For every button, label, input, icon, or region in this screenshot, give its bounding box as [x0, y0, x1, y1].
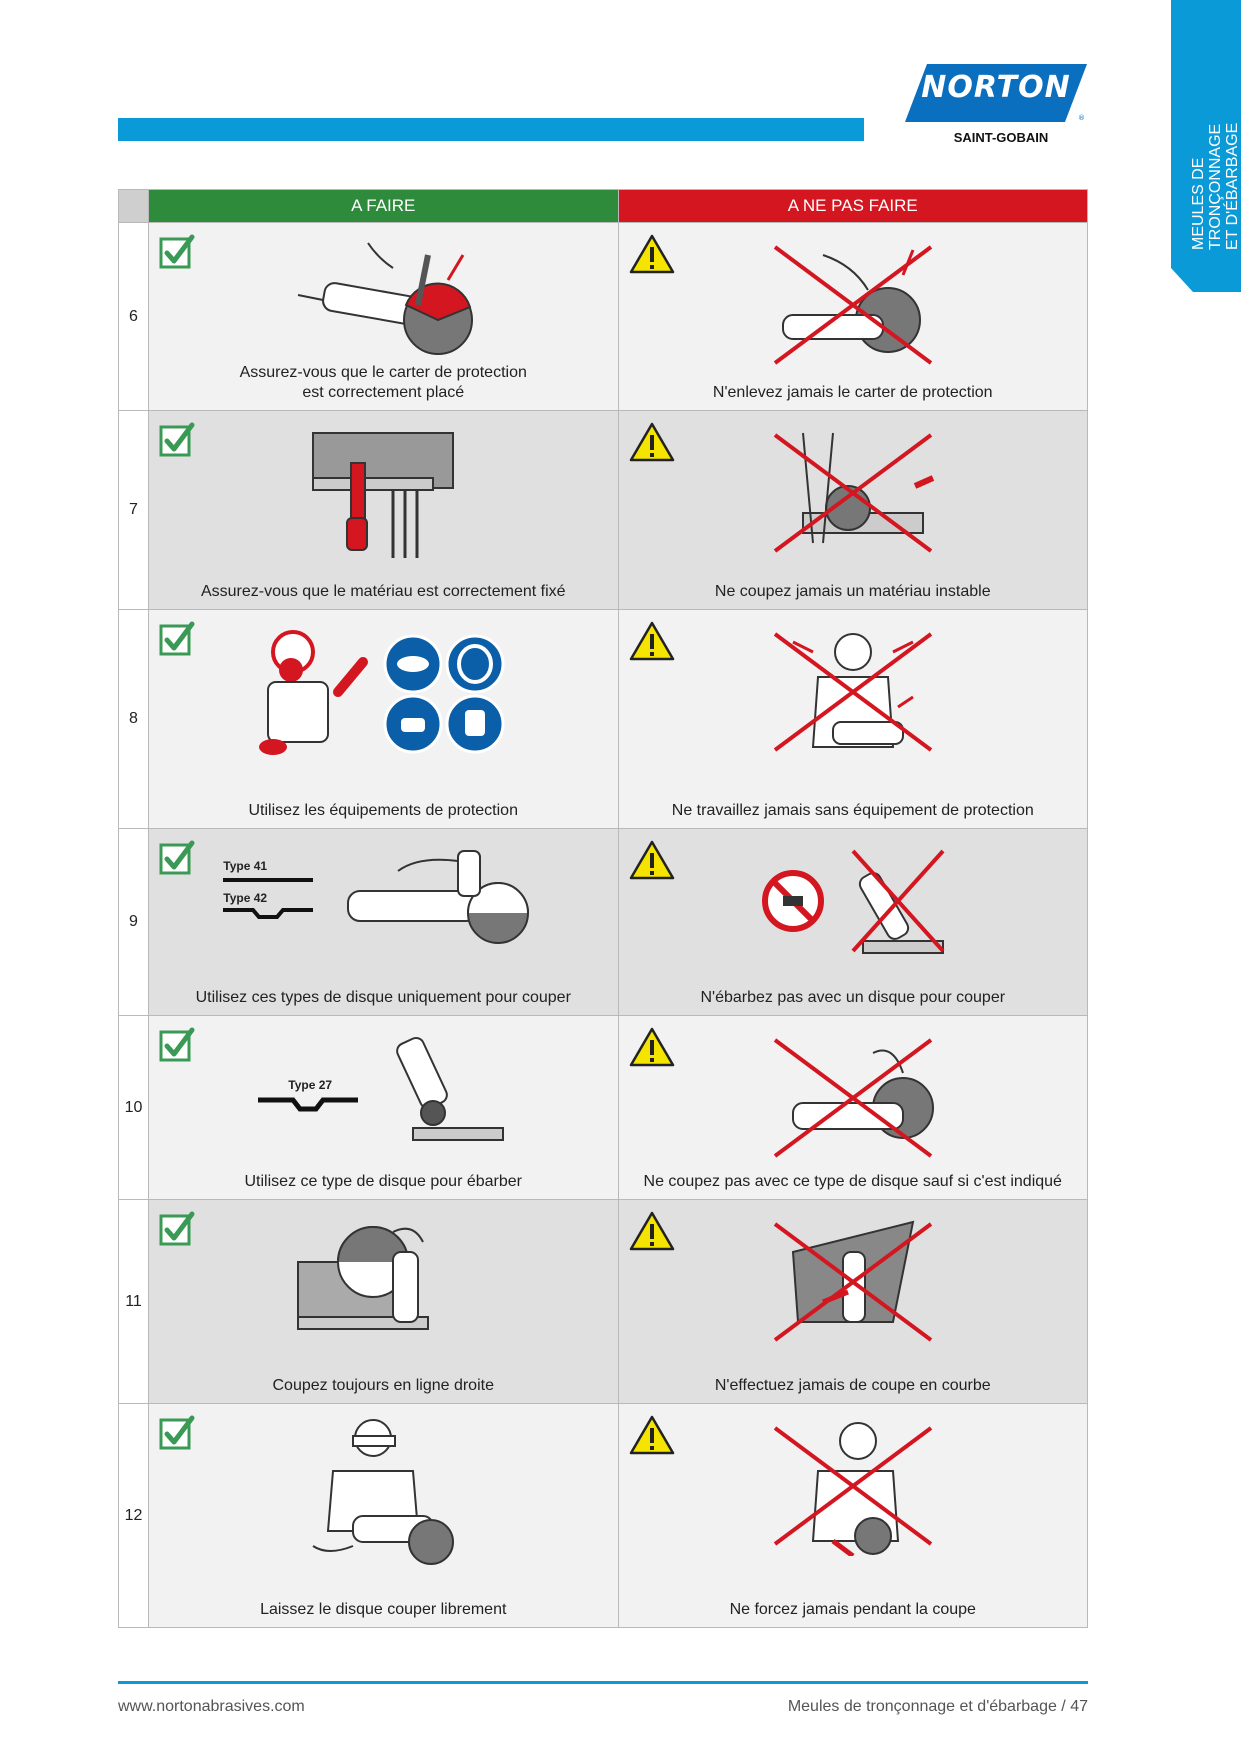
do-cell: Coupez toujours en ligne droite — [148, 1199, 619, 1404]
do-illustration — [293, 1212, 473, 1352]
row-number: 11 — [118, 1199, 149, 1404]
header-bar — [118, 118, 864, 141]
row-number: 10 — [118, 1015, 149, 1200]
do-cell: Type 41 Type 42 Utilisez ces types de disq… — [148, 828, 619, 1016]
dont-cell: Ne coupez pas avec ce type de disque sau… — [617, 1015, 1088, 1200]
dont-caption: N'effectuez jamais de coupe en courbe — [714, 1377, 991, 1394]
dont-illustration — [763, 1212, 943, 1357]
row-number: 6 — [118, 222, 149, 411]
do-caption: Assurez-vous que le matériau est correct… — [200, 583, 566, 600]
dont-illustration — [753, 841, 953, 976]
do-caption: Coupez toujours en ligne droite — [272, 1377, 494, 1394]
svg-text:®: ® — [1078, 114, 1085, 122]
section-tab — [1171, 0, 1241, 292]
dont-cell: N'effectuez jamais de coupe en courbe — [617, 1199, 1088, 1404]
warning-icon — [629, 421, 675, 468]
table-row: 9 Type 41 Type 42 Utilisez ces types de dis… — [118, 828, 1088, 1016]
do-caption: Assurez-vous que le carter de protection… — [239, 364, 527, 401]
do-cell: Utilisez les équipements de protection — [148, 609, 619, 829]
do-cell: Laissez le disque couper librement — [148, 1403, 619, 1628]
row-number: 12 — [118, 1403, 149, 1628]
dont-illustration — [763, 235, 943, 380]
table-row: 10 Type 27 Utilisez ce type de disque pour… — [118, 1015, 1088, 1200]
checkmark-icon — [159, 1210, 197, 1253]
dont-illustration — [763, 622, 943, 767]
dont-illustration — [763, 423, 943, 568]
section-tab-label: MEULES DE TRONÇONNAGE ET D'ÉBARBAGE — [1190, 40, 1241, 250]
dont-caption: Ne coupez pas avec ce type de disque sau… — [643, 1173, 1062, 1190]
checkmark-icon — [159, 421, 197, 464]
disc-type42-label: Type 42 — [223, 891, 268, 905]
disc-type41-label: Type 41 — [223, 859, 268, 873]
warning-icon — [629, 233, 675, 280]
do-caption: Laissez le disque couper librement — [260, 1601, 507, 1618]
do-illustration — [288, 235, 478, 360]
warning-icon — [629, 1210, 675, 1257]
checkmark-icon — [159, 620, 197, 663]
do-illustration: Type 41 Type 42 — [223, 841, 543, 971]
dont-caption: N'enlevez jamais le carter de protection — [712, 384, 993, 401]
footer-section: Meules de tronçonnage et d'ébarbage / 47 — [787, 1698, 1088, 1715]
do-illustration — [303, 423, 463, 568]
checkmark-icon — [159, 839, 197, 882]
row-number: 7 — [118, 410, 149, 610]
disc-type27-label: Type 27 — [288, 1078, 333, 1092]
do-caption: Utilisez ce type de disque pour ébarber — [244, 1173, 523, 1190]
row-number: 8 — [118, 609, 149, 829]
dont-cell: Ne forcez jamais pendant la coupe — [617, 1403, 1088, 1628]
row-number: 9 — [118, 828, 149, 1016]
checkmark-icon — [159, 1414, 197, 1457]
checkmark-icon — [159, 233, 197, 276]
footer-line — [118, 1681, 1088, 1684]
dont-caption: Ne forcez jamais pendant la coupe — [729, 1601, 976, 1618]
warning-icon — [629, 1414, 675, 1461]
dont-cell: Ne travaillez jamais sans équipement de … — [617, 609, 1088, 829]
do-cell: Assurez-vous que le carter de protection… — [148, 222, 619, 411]
do-caption: Utilisez ces types de disque uniquement … — [195, 989, 571, 1006]
dont-illustration — [763, 1416, 943, 1561]
dont-caption: N'ébarbez pas avec un disque pour couper — [700, 989, 1006, 1006]
norton-logo: ® NORTON SAINT-GOBAIN — [905, 64, 1087, 148]
do-caption: Utilisez les équipements de protection — [248, 802, 518, 819]
dont-cell: N'enlevez jamais le carter de protection — [617, 222, 1088, 411]
header-dont: A NE PAS FAIRE — [617, 189, 1088, 223]
dont-illustration — [763, 1028, 943, 1173]
warning-icon — [629, 1026, 675, 1073]
warning-icon — [629, 839, 675, 886]
do-cell: Assurez-vous que le matériau est correct… — [148, 410, 619, 610]
dont-caption: Ne travaillez jamais sans équipement de … — [671, 802, 1034, 819]
table-corner — [118, 189, 149, 223]
footer-url[interactable]: www.nortonabrasives.com — [118, 1698, 305, 1715]
do-illustration: Type 27 — [258, 1028, 508, 1158]
dont-caption: Ne coupez jamais un matériau instable — [714, 583, 991, 600]
dont-cell: N'ébarbez pas avec un disque pour couper — [617, 828, 1088, 1016]
section-tab-line2: ET D'ÉBARBAGE — [1224, 122, 1241, 250]
checkmark-icon — [159, 1026, 197, 1069]
dont-cell: Ne coupez jamais un matériau instable — [617, 410, 1088, 610]
warning-icon — [629, 620, 675, 667]
do-illustration — [243, 622, 523, 767]
brand-sub: SAINT-GOBAIN — [953, 130, 1049, 145]
header-do: A FAIRE — [148, 189, 619, 223]
section-tab-line1: MEULES DE TRONÇONNAGE — [1190, 123, 1224, 250]
do-illustration — [303, 1416, 463, 1571]
do-cell: Type 27 Utilisez ce type de disque pour é… — [148, 1015, 619, 1200]
brand-name: NORTON — [921, 70, 1071, 105]
